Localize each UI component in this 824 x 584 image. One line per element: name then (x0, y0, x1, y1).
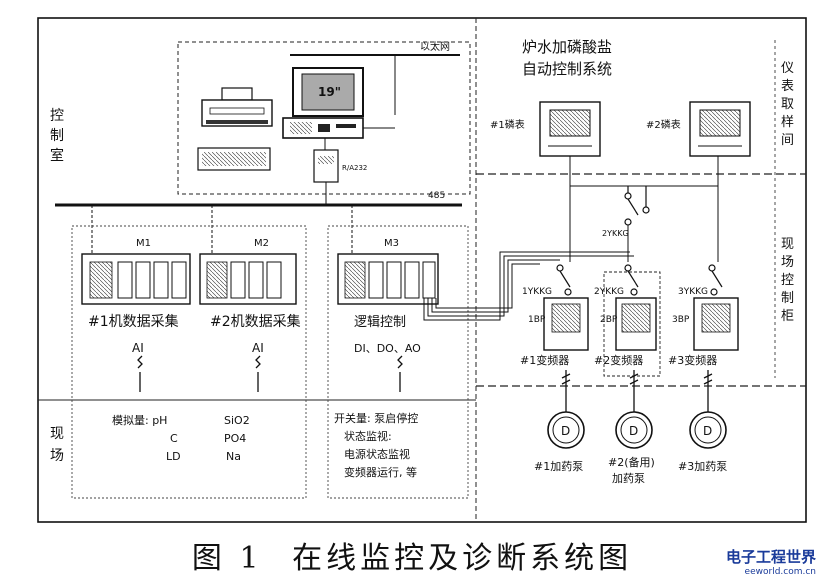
svg-text:3BP: 3BP (672, 315, 690, 325)
pump1-label: #1加药泵 (534, 460, 583, 473)
label-sampling-1: 仪 (781, 61, 794, 76)
watermark: 电子工程世界 eeworld.com.cn (726, 546, 816, 577)
ctrl-label: 逻辑控制 (354, 315, 406, 330)
figure-number: 图 1 (191, 541, 263, 576)
svg-text:D: D (703, 424, 712, 438)
vfd2-label: #2变频器 (594, 353, 643, 367)
label-sampling-5: 间 (781, 133, 794, 148)
wire-bundle (423, 251, 634, 321)
pump3-icon: D (689, 411, 727, 449)
system-title-2: 自动控制系统 (522, 60, 612, 78)
analog-c: C (170, 432, 178, 445)
module-m2-label: M2 (254, 238, 269, 249)
watermark-url: eeworld.com.cn (744, 567, 816, 577)
svg-text:R/A232: R/A232 (342, 164, 367, 172)
vfd1-icon: 1BP (528, 297, 589, 351)
converter-icon: R/A232 (313, 149, 367, 183)
na-label: Na (226, 450, 241, 463)
switch-3ykkg (708, 264, 723, 296)
pump3-label: #3加药泵 (678, 460, 727, 473)
monitor-icon: 19" (292, 67, 364, 117)
vfd3-icon: 3BP (672, 297, 739, 351)
module-m1-label: M1 (136, 238, 151, 249)
watermark-logo: 电子工程世界 (725, 548, 816, 566)
switch-3ykkg-label: 3YKKG (678, 287, 708, 297)
meter2-label: #2磷表 (646, 118, 681, 131)
system-title-1: 炉水加磷酸盐 (522, 38, 612, 56)
top-switch (624, 186, 650, 226)
pump2b-label: 加药泵 (612, 472, 645, 485)
vfd3-label: #3变频器 (668, 353, 717, 367)
label-control-room-2: 制 (50, 128, 64, 144)
switch-2ykkg (624, 264, 639, 296)
outer-frame (37, 17, 807, 523)
ethernet-label: 以太网 (420, 40, 450, 53)
analog-label: 模拟量: pH (112, 413, 167, 427)
meter1-icon (539, 101, 601, 157)
label-control-room-1: 控 (50, 108, 64, 124)
svg-text:2BP: 2BP (600, 315, 618, 325)
label-cabinet-4: 制 (781, 291, 794, 306)
pc-chassis-icon (282, 117, 364, 139)
ai2-label: AI (252, 341, 264, 355)
label-sampling-4: 样 (781, 115, 794, 130)
dido-label: DI、DO、AO (354, 342, 421, 355)
analog-ld: LD (166, 450, 181, 463)
module-m2 (199, 253, 297, 305)
label-sampling-2: 表 (781, 79, 794, 94)
label-cabinet-3: 控 (781, 273, 794, 288)
acq-area-box (71, 225, 307, 499)
module-m3 (337, 253, 439, 305)
po4-label: PO4 (224, 432, 246, 445)
svg-text:D: D (629, 424, 638, 438)
ctrl-area-box (327, 225, 469, 499)
switch-2ykkg-label: 2YKKG (594, 287, 624, 297)
elec-label: 电源状态监视 (344, 447, 410, 461)
meter2-icon (689, 101, 751, 157)
vfd1-label: #1变频器 (520, 353, 569, 367)
keyboard-icon (197, 147, 271, 171)
figure-title: 在线监控及诊断系统图 (292, 541, 633, 576)
top-switch-label: 2YKKG (602, 229, 629, 238)
bus-485-label: 485 (428, 191, 445, 201)
label-field-2: 场 (50, 448, 64, 464)
module-m1 (81, 253, 191, 305)
monitor-size: 19" (318, 85, 341, 99)
control-room-box (177, 41, 471, 195)
switch-1ykkg (556, 264, 572, 296)
switch-label: 开关量: 泵启停控 (334, 411, 418, 425)
meter1-label: #1磷表 (490, 118, 525, 131)
label-field-1: 现 (50, 426, 64, 442)
acq1-label: #1机数据采集 (88, 313, 179, 330)
svg-text:D: D (561, 424, 570, 438)
sio2-label: SiO2 (224, 414, 250, 427)
ai1-label: AI (132, 341, 144, 355)
vfd-pump-lines (561, 370, 713, 412)
label-sampling-3: 取 (781, 97, 794, 112)
pump2a-label: #2(备用) (608, 455, 655, 469)
svg-text:1BP: 1BP (528, 315, 546, 325)
pump2-icon: D (615, 411, 653, 449)
switch-1ykkg-label: 1YKKG (522, 287, 552, 297)
acq2-label: #2机数据采集 (210, 313, 301, 330)
inv-label: 变频器运行, 等 (344, 465, 417, 479)
label-cabinet-5: 柜 (781, 309, 794, 324)
figure-caption: 图 1 在线监控及诊断系统图 (0, 533, 824, 577)
label-cabinet-2: 场 (781, 255, 794, 270)
printer-icon (201, 87, 273, 127)
pump1-icon: D (547, 411, 585, 449)
signal-break-3 (397, 355, 403, 392)
signal-break-1 (137, 355, 143, 392)
label-cabinet-1: 现 (781, 237, 794, 252)
status-label: 状态监视: (344, 429, 392, 443)
vfd2-icon: 2BP (600, 297, 657, 351)
signal-break-2 (255, 355, 261, 392)
module-m3-label: M3 (384, 238, 399, 249)
vfd2-dashed-box (603, 271, 661, 377)
label-control-room-3: 室 (50, 147, 64, 164)
